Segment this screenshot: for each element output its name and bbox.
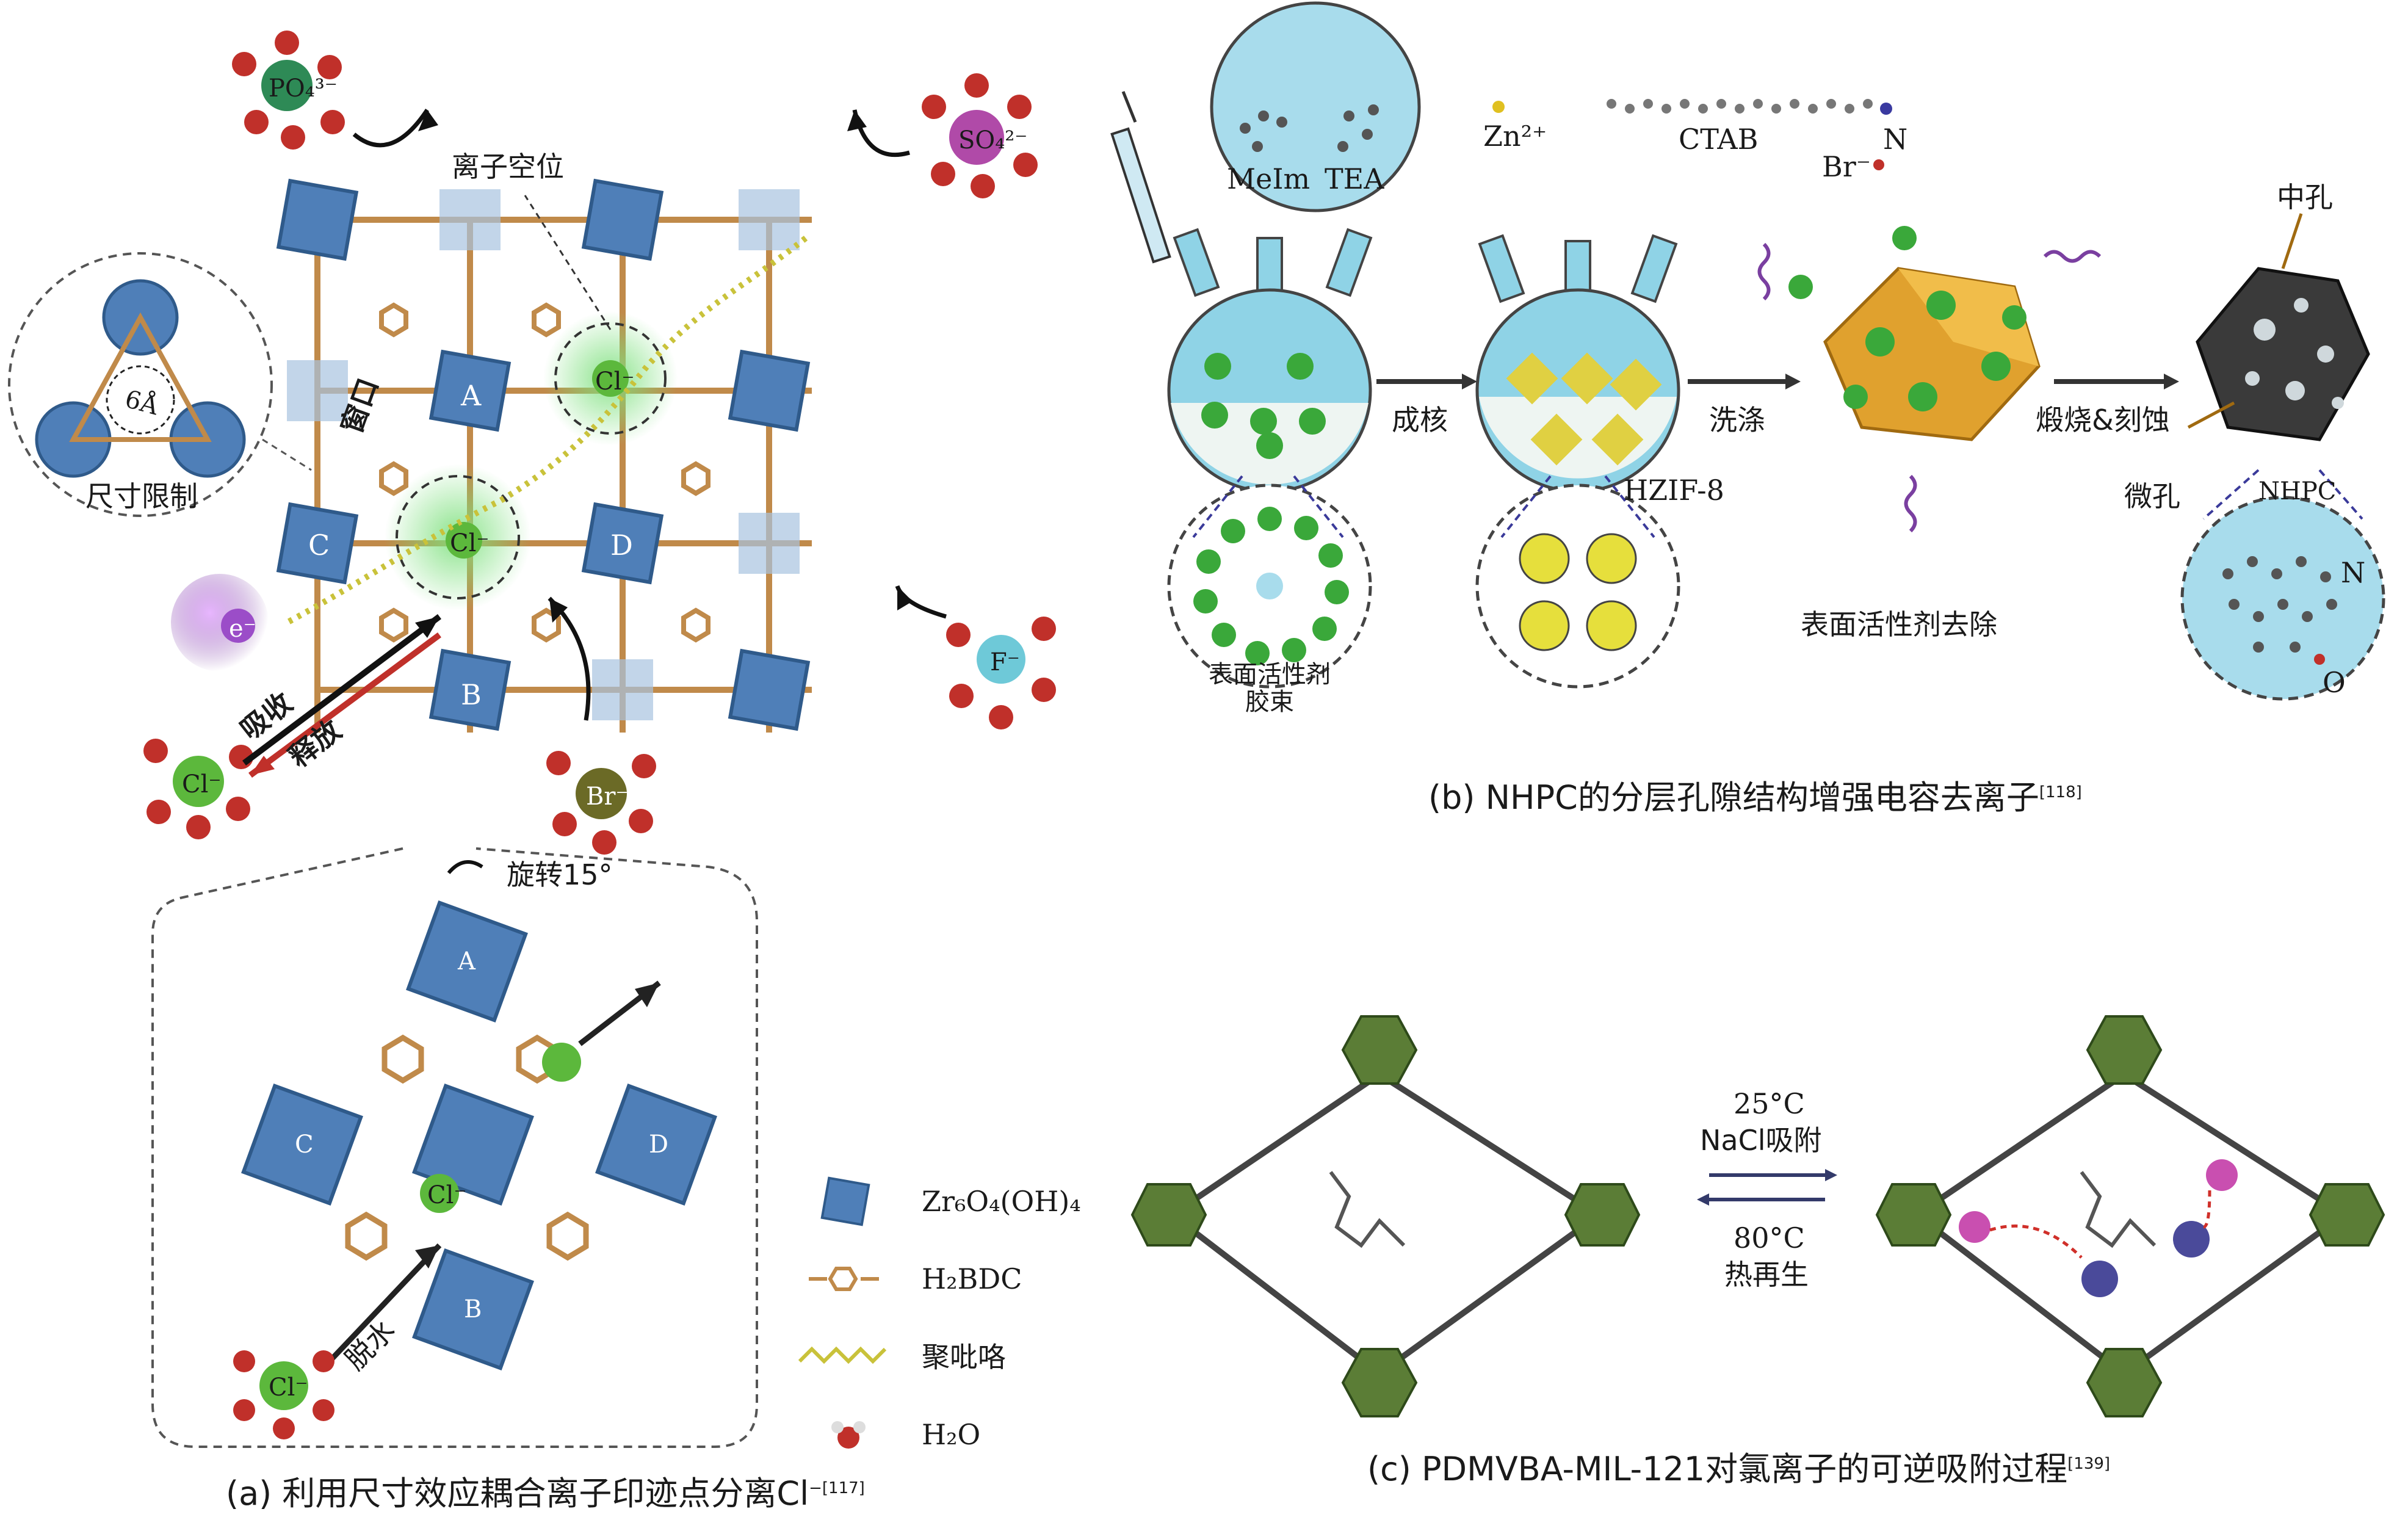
bromide-hydrated-cluster [546, 598, 656, 855]
polypyrrole-icon [800, 1349, 885, 1361]
nhpc-n-label: N [2341, 559, 2365, 587]
forward-temp-label: 25°C [1734, 1090, 1805, 1118]
flask-1 [1169, 230, 1371, 491]
zif-polyhedron [1788, 226, 2039, 440]
micropore-label: 微孔 [2124, 482, 2180, 510]
ion-vacancy-label: 离子空位 [452, 153, 564, 181]
hzif-label: HZIF-8 [1624, 476, 1724, 504]
linker-icon [809, 1269, 879, 1289]
curved-arrow-icon [855, 110, 909, 155]
rotated-cluster-label-b: B [464, 1297, 482, 1322]
syringe [1112, 92, 1170, 262]
chloride-ion-label: Cl⁻ [427, 1183, 467, 1207]
reverse-condition-label: 热再生 [1724, 1261, 1809, 1289]
interaction-arrow [2204, 1190, 2210, 1227]
panel-a [9, 31, 1056, 1449]
chloride-ion [2206, 1159, 2238, 1191]
panel-c-caption-ref: [139] [2067, 1455, 2110, 1473]
forward-condition-label: NaCl吸附 [1700, 1126, 1822, 1154]
hzif-zoom [1477, 485, 1679, 687]
rotated-cluster-label-d: D [649, 1132, 668, 1157]
rotated-cluster-label-a: A [458, 949, 475, 974]
panel-b-caption: (b) NHPC的分层孔隙结构增强电容去离子[118] [1428, 781, 2082, 814]
size-limit-label: 尺寸限制 [85, 482, 198, 510]
rotate-icon [449, 862, 482, 873]
panel-c-caption-text: (c) PDMVBA-MIL-121对氯离子的可逆吸附过程 [1367, 1450, 2067, 1488]
calcine-label: 煅烧&刻蚀 [2036, 406, 2170, 434]
nhpc-label: NHPC [2258, 479, 2336, 504]
panel-a-caption-text: (a) 利用尺寸效应耦合离子印迹点分离Cl [226, 1474, 809, 1513]
legend-h2o: H₂O [922, 1421, 980, 1449]
panel-c [1132, 1016, 2384, 1416]
chloride-ion-label: Cl⁻ [182, 772, 222, 797]
mesopore-label: 中孔 [2277, 183, 2333, 211]
zn-label: Zn²⁺ [1483, 122, 1547, 150]
rotated-cluster-label-c: C [295, 1132, 314, 1157]
ctab-label: CTAB [1679, 125, 1758, 153]
nhpc-carbon-particle [2197, 269, 2368, 440]
cluster-label-b: B [461, 681, 482, 709]
tea-label: TEA [1325, 165, 1384, 193]
ctab-chain-icon [1607, 99, 1892, 115]
inset-leader [262, 440, 311, 470]
micelle-label-line2: 胶束 [1245, 690, 1294, 714]
bromide-ion-label: Br⁻ [586, 784, 629, 809]
legend-bdc: H₂BDC [922, 1265, 1022, 1293]
washing-label: 洗涤 [1709, 406, 1765, 434]
chloride-ion-label: Cl⁻ [450, 531, 490, 556]
removal-wavy-arrow [2045, 252, 2100, 261]
reverse-temp-label: 80°C [1734, 1224, 1805, 1252]
size-limit-clusters [37, 281, 244, 476]
chloride-ion [542, 1043, 581, 1082]
nhpc-zoom [2182, 498, 2384, 699]
meim-label: MeIm [1227, 165, 1310, 193]
sulfate-ion-label: SO₄²⁻ [958, 128, 1027, 153]
fluoride-ion-label: F⁻ [990, 650, 1020, 675]
legend-ppy: 聚吡咯 [922, 1343, 1006, 1371]
nhpc-o-label: O [2323, 668, 2346, 697]
removal-wavy-arrow [1760, 244, 1769, 299]
legend-icons [800, 1178, 885, 1449]
cluster-label-c: C [308, 531, 330, 559]
electron-label: e⁻ [229, 617, 256, 641]
chloride-ion-label: Cl⁻ [269, 1375, 308, 1400]
br-label: Br⁻ [1822, 153, 1871, 181]
panel-a-caption: (a) 利用尺寸效应耦合离子印迹点分离Cl−[117] [226, 1477, 865, 1510]
surfactant-removal-label: 表面活性剂去除 [1801, 610, 1997, 639]
chloride-ion-label: Cl⁻ [595, 369, 635, 394]
nucleation-label: 成核 [1392, 406, 1448, 434]
sodium-ion [2081, 1261, 2118, 1297]
bromide-ion-icon [1873, 159, 1884, 170]
phosphate-ion-label: PO₄³⁻ [269, 76, 338, 101]
cluster-label-a: A [461, 382, 481, 410]
cluster-label-d: D [610, 531, 633, 559]
zr-clusters [278, 181, 808, 728]
mil-121-framework-left [1132, 1016, 1639, 1416]
curved-arrow-icon [354, 110, 427, 145]
zr-cluster-icon [822, 1178, 869, 1225]
panel-b-caption-text: (b) NHPC的分层孔隙结构增强电容去离子 [1428, 778, 2039, 817]
removal-wavy-arrow [1906, 476, 1915, 531]
water-icon [831, 1421, 866, 1449]
rotate-label: 旋转15° [507, 861, 613, 889]
n-label: N [1883, 125, 1907, 153]
panel-a-caption-ref: −[117] [809, 1479, 865, 1497]
flask-2 [1477, 236, 1679, 491]
panel-b-caption-ref: [118] [2039, 783, 2082, 802]
micelle-label-line1: 表面活性剂 [1209, 662, 1331, 687]
mesopore-pointer [2283, 214, 2301, 269]
chloride-ion [1959, 1211, 1990, 1243]
panel-b [1112, 3, 2384, 699]
mil-121-framework-right [1877, 1016, 2384, 1416]
interaction-arrow [1990, 1226, 2081, 1258]
panel-c-caption: (c) PDMVBA-MIL-121对氯离子的可逆吸附过程[139] [1367, 1453, 2110, 1486]
fluoride-hydrated-cluster [897, 586, 1056, 729]
legend-zr: Zr₆O₄(OH)₄ [922, 1187, 1081, 1215]
zinc-ion-icon [1492, 101, 1505, 113]
